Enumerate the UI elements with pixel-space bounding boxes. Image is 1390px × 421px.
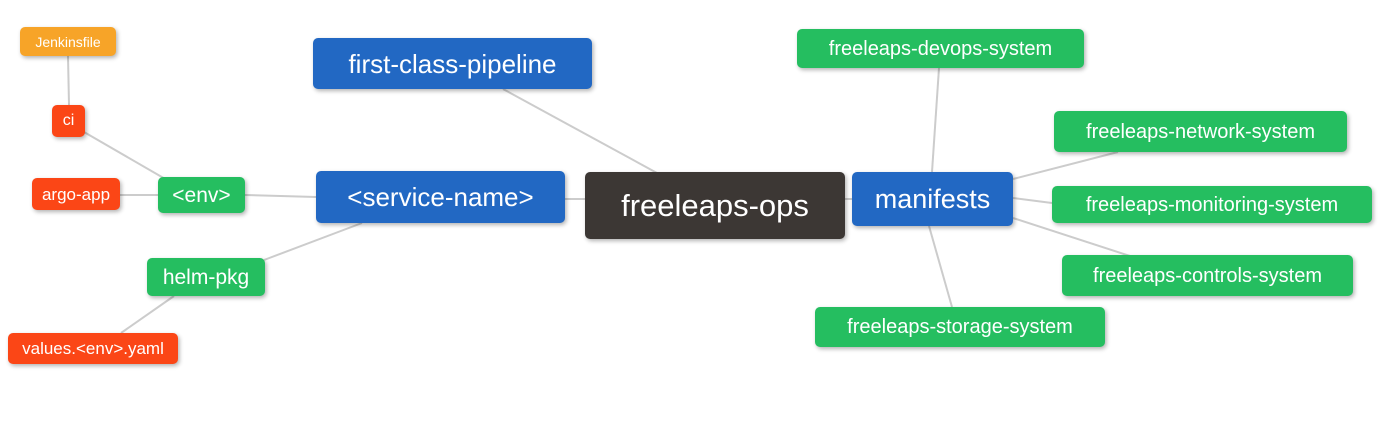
mindmap-node-network-system[interactable]: freeleaps-network-system xyxy=(1054,111,1347,152)
mindmap-node-ci[interactable]: ci xyxy=(52,105,85,137)
mindmap-node-argo-app[interactable]: argo-app xyxy=(32,178,120,210)
mindmap-node-freeleaps-ops[interactable]: freeleaps-ops xyxy=(585,172,845,239)
edge-values-env-yaml-to-helm-pkg xyxy=(120,295,175,334)
mindmap-node-first-class-pipeline[interactable]: first-class-pipeline xyxy=(313,38,592,89)
mindmap-node-jenkinsfile[interactable]: Jenkinsfile xyxy=(20,27,116,56)
edge-env-to-service-name xyxy=(244,194,317,198)
mindmap-node-monitoring-system[interactable]: freeleaps-monitoring-system xyxy=(1052,186,1372,223)
edge-manifests-to-monitoring-system xyxy=(1012,197,1053,204)
mindmap-node-service-name[interactable]: <service-name> xyxy=(316,171,565,223)
edge-jenkinsfile-to-ci xyxy=(67,55,70,106)
edge-manifests-to-controls-system xyxy=(1012,217,1131,257)
mindmap-node-controls-system[interactable]: freeleaps-controls-system xyxy=(1062,255,1353,296)
edge-first-class-pipeline-to-freeleaps-ops xyxy=(502,88,658,174)
mindmap-node-env[interactable]: <env> xyxy=(158,177,245,213)
mindmap-node-manifests[interactable]: manifests xyxy=(852,172,1013,226)
edge-ci-to-env xyxy=(83,131,168,181)
mindmap-node-values-env-yaml[interactable]: values.<env>.yaml xyxy=(8,333,178,364)
edge-manifests-to-devops-system xyxy=(931,67,940,173)
mindmap-node-helm-pkg[interactable]: helm-pkg xyxy=(147,258,265,296)
mindmap-node-devops-system[interactable]: freeleaps-devops-system xyxy=(797,29,1084,68)
edge-manifests-to-storage-system xyxy=(928,225,953,308)
mindmap-node-storage-system[interactable]: freeleaps-storage-system xyxy=(815,307,1105,347)
edge-helm-pkg-to-service-name xyxy=(263,222,363,261)
edge-manifests-to-network-system xyxy=(1012,151,1119,180)
